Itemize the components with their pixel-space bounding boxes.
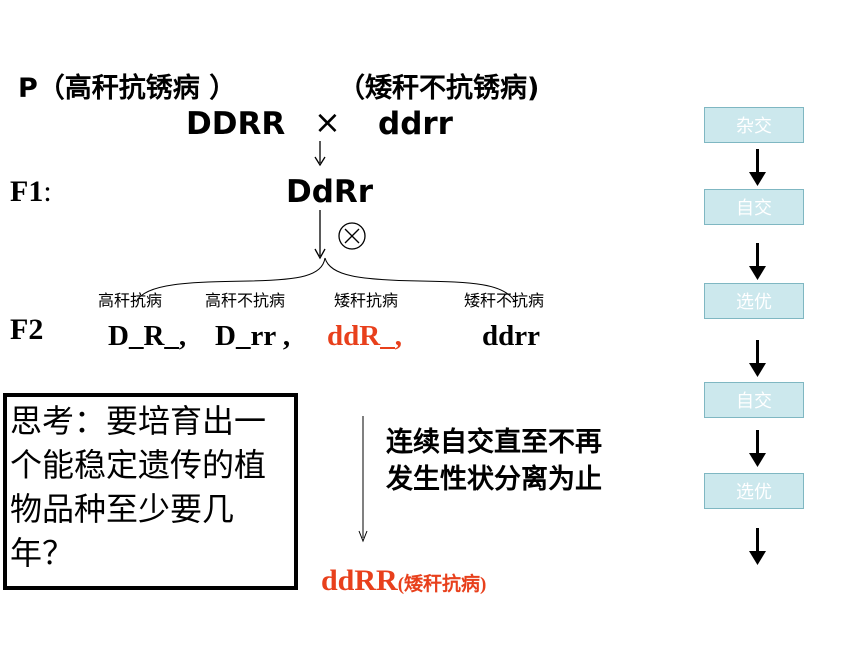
f1-label-text: F1 xyxy=(10,175,44,208)
result-phenotype: (矮秆抗病) xyxy=(397,574,487,595)
f2-genotype-3: ddR_, xyxy=(327,320,402,352)
f2-phenotype-3: 矮秆抗病 xyxy=(334,291,399,310)
selfing-symbol-icon xyxy=(338,222,366,250)
parent-genotype-right: ddrr xyxy=(378,106,453,142)
f2-phenotype-4: 矮秆不抗病 xyxy=(464,291,545,310)
process-arrow-head xyxy=(358,530,368,543)
parent-genotype-left: DDRR xyxy=(186,106,286,142)
question-text: 思考：要培育出一个能稳定遗传的植物品种至少要几年？ xyxy=(10,402,267,572)
flow-step-cross: 杂交 xyxy=(704,107,804,143)
parent-recessive-label: （矮秆不抗锈病) xyxy=(338,73,540,104)
f2-genotype-4: ddrr xyxy=(482,320,540,352)
f2-phenotype-2: 高秆不抗病 xyxy=(205,291,286,310)
cross-symbol: × xyxy=(314,103,341,141)
flow-step-self-1: 自交 xyxy=(704,189,804,225)
result-genotype: ddRR xyxy=(321,564,398,597)
flow-step-select-2: 选优 xyxy=(704,473,804,509)
flow-arrows xyxy=(749,149,766,565)
f1-label: F1: xyxy=(10,175,52,209)
result-line: ddRR(矮秆抗病) xyxy=(321,564,486,598)
f2-label: F2 xyxy=(10,313,44,346)
f1-colon: : xyxy=(43,175,52,208)
f2-genotype-2: D_rr , xyxy=(215,320,291,352)
question-box xyxy=(3,393,298,590)
f2-genotype-1: D_R_, xyxy=(108,320,187,352)
process-note: 连续自交直至不再发生性状分离为止 xyxy=(386,427,602,495)
f1-genotype: DdRr xyxy=(286,174,374,210)
p-to-f1-arrow-head xyxy=(314,156,326,167)
flow-step-select-1: 选优 xyxy=(704,283,804,319)
f2-phenotype-1: 高秆抗病 xyxy=(98,291,163,310)
flow-step-self-2: 自交 xyxy=(704,382,804,418)
f2-split-brace xyxy=(135,257,516,303)
parent-dominant-label: P（高秆抗锈病 ） xyxy=(18,73,237,104)
f1-to-f2-arrow-head xyxy=(314,248,326,260)
